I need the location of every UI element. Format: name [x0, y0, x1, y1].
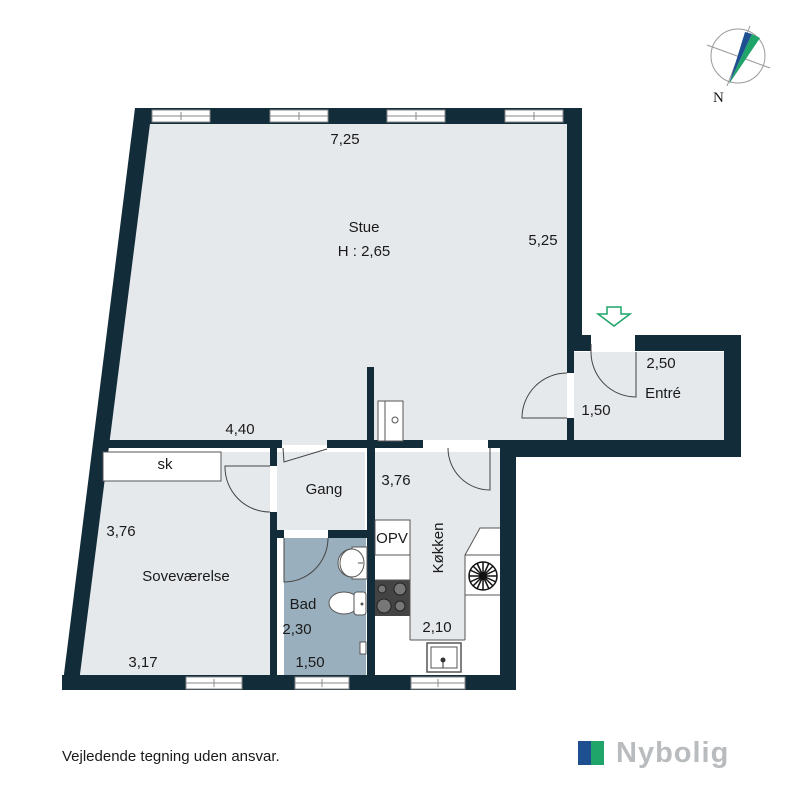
wall-gang-left-lower — [270, 512, 277, 682]
compass-icon: N — [706, 25, 771, 106]
bad-dim-bottom: 1,50 — [295, 654, 324, 671]
entre-floor — [574, 352, 724, 440]
gang-name: Gang — [306, 481, 343, 498]
stue-name: Stue — [349, 219, 380, 236]
entre-name: Entré — [645, 385, 681, 402]
fan-icon — [468, 561, 498, 591]
window-top-2 — [269, 109, 329, 123]
labels: 7,25 Stue H : 2,65 5,25 4,40 2,50 Entré … — [106, 131, 681, 671]
walls — [62, 108, 741, 690]
stue-dim-bottom: 4,40 — [225, 421, 254, 438]
kokken-name: Køkken — [430, 523, 447, 574]
cabinet-stue — [377, 400, 404, 442]
stue-dim-right: 5,25 — [528, 232, 557, 249]
door-stue-gang — [282, 447, 328, 463]
stue-height: H : 2,65 — [338, 243, 391, 260]
gang-floor — [277, 452, 365, 530]
wall-mid-kitchen-right — [488, 440, 503, 448]
wall-bad-top-right — [328, 530, 370, 538]
wall-entre-right — [724, 335, 741, 457]
compass-north-label: N — [713, 90, 724, 106]
stue-dim-top: 7,25 — [330, 131, 359, 148]
window-bottom-2 — [294, 676, 350, 690]
window-top-4 — [504, 109, 564, 123]
bad-dim-side: 2,30 — [282, 621, 311, 638]
sovevaerelse-floor — [78, 452, 270, 675]
wall-entre-top-right — [635, 335, 741, 351]
wall-bad-top-left — [270, 530, 284, 538]
window-top-3 — [386, 109, 446, 123]
wall-entre-left-upper — [567, 335, 574, 373]
wall-gang-left-upper — [270, 448, 277, 466]
toilet-icon — [328, 591, 367, 616]
sk-name: sk — [158, 456, 174, 473]
door-entry — [590, 344, 637, 398]
wall-mid-right — [327, 440, 423, 448]
entry-arrow-icon — [595, 306, 633, 327]
sove-name: Soveværelse — [142, 568, 230, 585]
logo-mark-icon — [578, 741, 604, 765]
sove-dim-side: 3,76 — [106, 523, 135, 540]
logo-text: Nybolig — [616, 736, 730, 769]
kitchen-fixtures — [374, 519, 500, 673]
wall-top — [135, 108, 582, 124]
wall-mid-left — [107, 440, 282, 448]
floors — [78, 123, 724, 675]
door-bad — [283, 537, 329, 583]
door-gang-sove — [224, 465, 271, 513]
wall-entre-bottom — [500, 440, 741, 457]
window-bottom-1 — [185, 676, 243, 690]
wall-bottom — [62, 675, 516, 690]
sove-dim-bottom: 3,17 — [128, 654, 157, 671]
bad-name: Bad — [290, 596, 317, 613]
wall-kitchen-left — [367, 448, 375, 682]
sink-icon — [426, 642, 462, 673]
washbasin-icon — [337, 546, 368, 580]
wall-left-outer — [62, 108, 152, 690]
kokken-opv-label: OPV — [376, 530, 408, 547]
nybolig-logo: Nybolig — [578, 737, 729, 769]
kokken-dim-bottom: 2,10 — [422, 619, 451, 636]
door-stue-entre — [521, 372, 568, 419]
kokken-dim-side: 3,76 — [381, 472, 410, 489]
disclaimer-text: Vejledende tegning uden ansvar. — [62, 748, 280, 765]
window-top-1 — [151, 109, 211, 123]
wall-right-stue — [567, 108, 582, 344]
entre-dim-width: 2,50 — [646, 355, 675, 372]
bathroom-fixtures — [328, 546, 368, 655]
wall-entre-left-lower — [567, 418, 574, 448]
wall-kitchen-right — [500, 440, 516, 690]
window-bottom-3 — [410, 676, 466, 690]
wall-stub — [367, 367, 374, 448]
entre-dim-depth: 1,50 — [581, 402, 610, 419]
drain-icon — [359, 641, 367, 655]
doors — [224, 344, 637, 583]
closet-sk — [102, 451, 222, 482]
stue-floor-main — [107, 123, 567, 440]
windows — [151, 109, 564, 690]
door-stue-kokken — [447, 447, 491, 491]
